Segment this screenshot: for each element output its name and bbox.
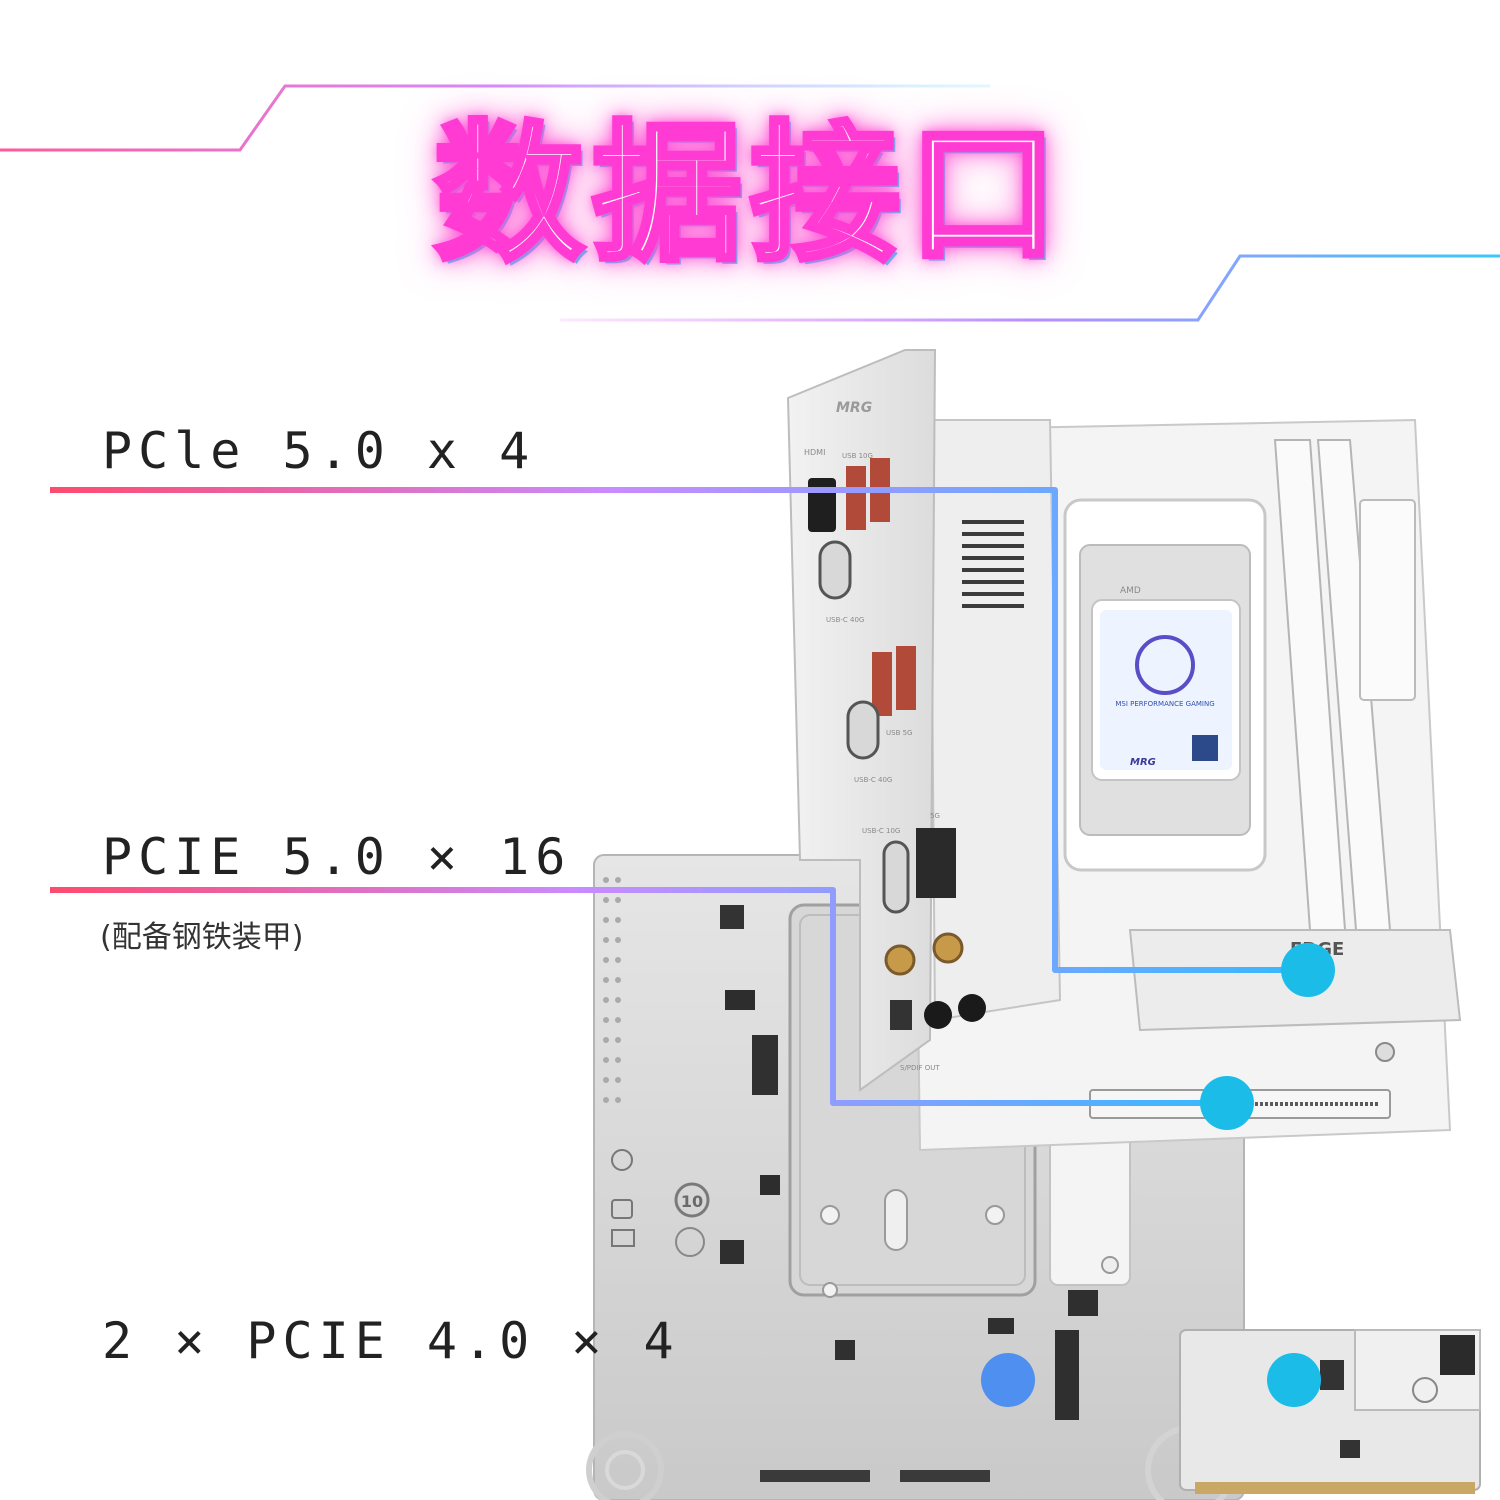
io-label-usbc40g-2: USB-C 40G: [854, 776, 892, 784]
io-label-spdif: S/PDIF OUT: [900, 1064, 940, 1072]
leader-line-pcie5-x16: [50, 887, 1220, 1106]
marker-pcie4-x4-b: [1267, 1353, 1321, 1407]
marker-pcie4-x4-a: [981, 1353, 1035, 1407]
spec-label-pcie5-x4: PCle 5.0 x 4: [102, 422, 536, 480]
io-label-usb5g: USB 5G: [886, 729, 912, 737]
io-label-lan: 5G: [930, 812, 940, 820]
io-label-usb10g: USB 10G: [842, 452, 873, 460]
spec-note-steel-armor: (配备钢铁装甲): [100, 920, 304, 955]
spec-label-pcie4-x4: 2 × PCIE 4.0 × 4: [102, 1312, 680, 1370]
cert-mark: 10: [681, 1192, 703, 1211]
cpu-label-brand: MSI PERFORMANCE GAMING: [1115, 700, 1214, 708]
m2-card: [1179, 1329, 1481, 1494]
io-label-hdmi: HDMI: [804, 448, 825, 457]
io-shield: MRG HDMI USB 10G USB-C 40G USB 5G USB-C …: [786, 349, 986, 1092]
leader-line-pcie5-x4: [50, 487, 1300, 973]
page-title: 数据接口: [431, 108, 1066, 282]
io-brand: MRG: [836, 400, 872, 416]
cpu-vendor: AMD: [1120, 586, 1141, 596]
marker-pcie5-x4: [1281, 943, 1335, 997]
bottom-frame-line: [560, 254, 1500, 322]
cpu-label-logo: MRG: [1130, 757, 1156, 768]
io-label-usbc10g: USB-C 10G: [862, 827, 900, 835]
io-label-usbc40g-1: USB-C 40G: [826, 616, 864, 624]
marker-pcie5-x16: [1200, 1076, 1254, 1130]
top-frame-line: [0, 84, 990, 152]
spec-label-pcie5-x16: PCIE 5.0 × 16: [102, 828, 572, 886]
